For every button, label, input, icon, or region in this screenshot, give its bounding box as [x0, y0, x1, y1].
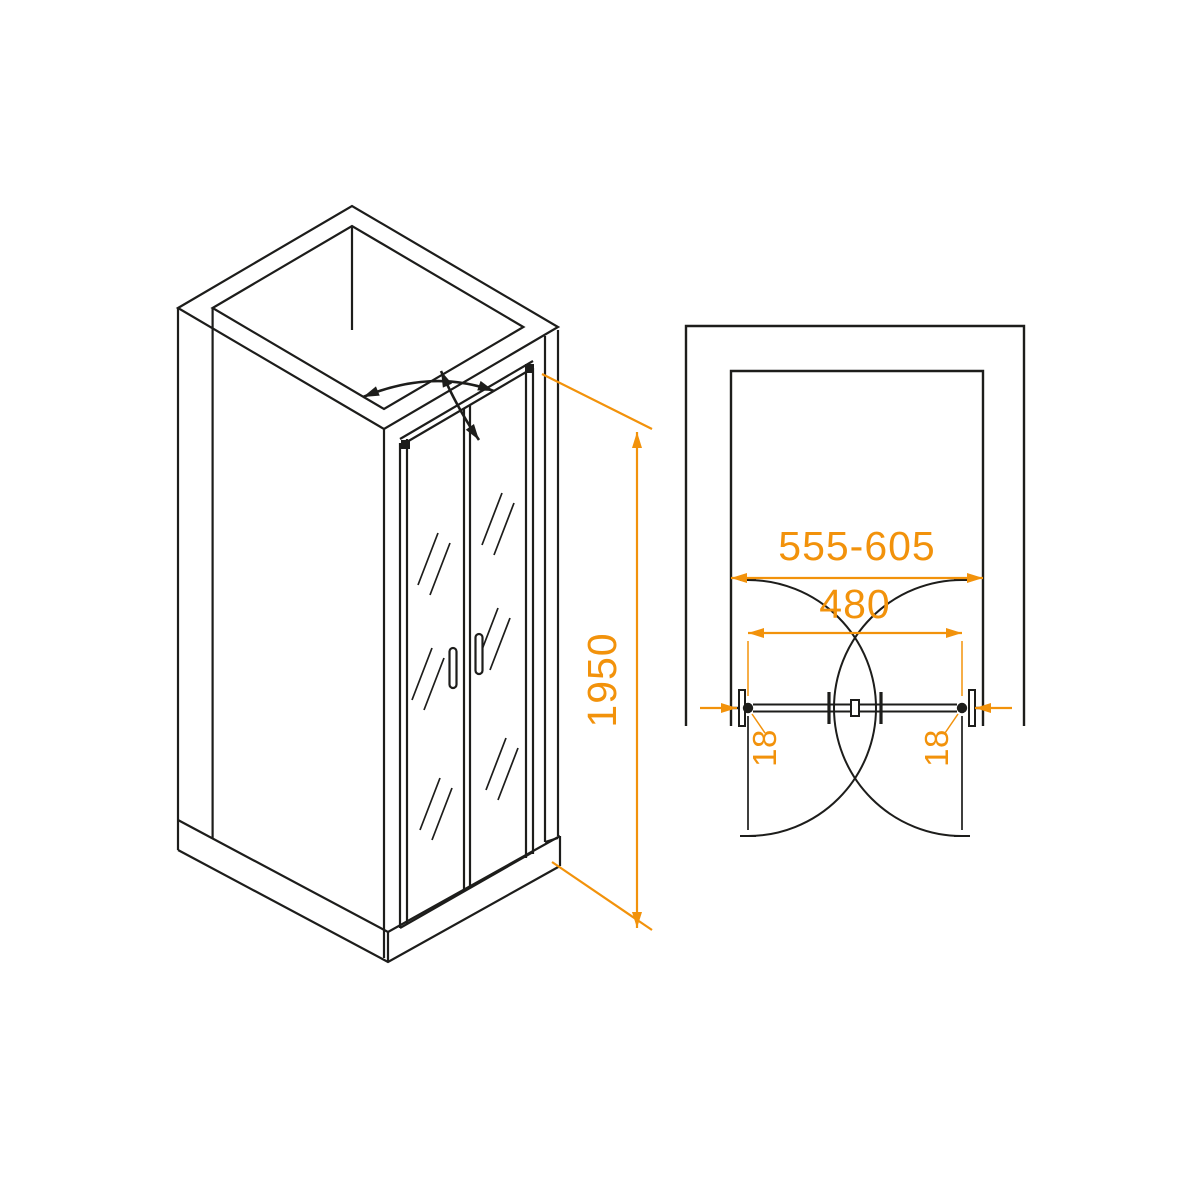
swing-arrows — [362, 370, 495, 441]
right-jamb-profile — [524, 368, 535, 858]
plan-wall-inner — [729, 369, 985, 726]
left-pivot-icon — [742, 702, 754, 714]
glass-hatching — [411, 492, 519, 841]
door-pivot-hinges — [401, 364, 534, 449]
left-pivot-hinge-icon — [401, 440, 410, 449]
height-dim-leader-top — [541, 373, 653, 430]
plan-wall-outer — [684, 324, 1026, 726]
plan-pivots — [742, 702, 968, 714]
gap-dim-leader-left — [751, 713, 766, 734]
dimension-lines — [541, 373, 1012, 931]
gap-dim-label-right: 18 — [918, 729, 955, 767]
right-door-swing-arc — [833, 579, 963, 837]
top-frame-outer — [175, 204, 561, 431]
plan-left-door-panel — [753, 703, 851, 713]
dimension-labels: 1950 555-605 480 18 18 — [579, 523, 955, 767]
left-door-swing-arc — [747, 579, 877, 837]
right-pivot-icon — [956, 702, 968, 714]
left-door-handle — [448, 646, 458, 690]
top-frame-inner — [210, 224, 526, 411]
right-door-handle — [474, 632, 484, 676]
door-header-edge — [399, 360, 534, 440]
width-range-dim-label: 555-605 — [778, 523, 935, 569]
right-pivot-hinge-icon — [525, 364, 534, 373]
plan-right-door-panel — [859, 703, 957, 713]
height-dim-label: 1950 — [579, 632, 625, 727]
swing-arrow-left-icon — [362, 379, 495, 399]
iso-view — [175, 204, 562, 964]
plan-right-wall-profile — [968, 689, 976, 727]
plan-center-seal — [850, 699, 860, 717]
opening-dim-label: 480 — [819, 581, 890, 627]
left-jamb-profile — [398, 439, 409, 928]
door-center-divider — [462, 404, 472, 891]
swing-arrow-right-icon — [439, 370, 481, 441]
gap-dim-leader-right — [944, 713, 959, 734]
gap-dim-label-left: 18 — [746, 729, 783, 767]
tray-top-edge — [177, 819, 561, 934]
